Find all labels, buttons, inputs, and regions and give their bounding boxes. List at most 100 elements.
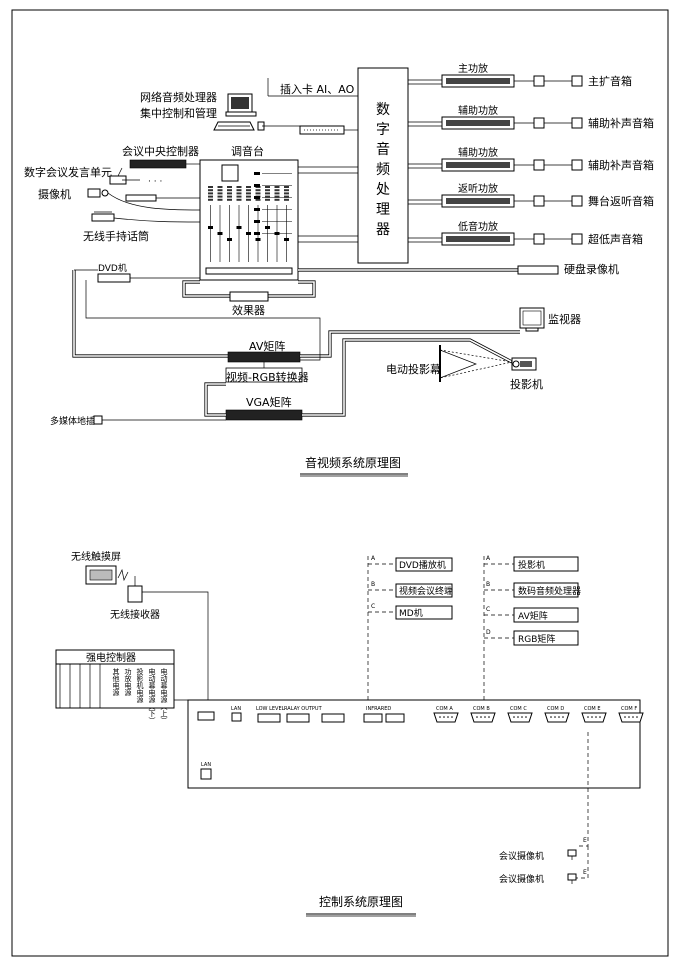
amp-label: 辅助功放 [458, 104, 498, 117]
speaker-icon [571, 233, 583, 245]
floor-box-icon [93, 415, 103, 425]
speaker-icon [533, 233, 545, 245]
com-target-label: AV矩阵 [518, 610, 548, 622]
amp-label: 辅助功放 [458, 146, 498, 159]
control-system-diagram: 无线触摸屏 无线接收器 强电控制器 电动幕电源（上）电动幕电源（下）投影机电源功… [55, 550, 644, 917]
com-target-box [513, 607, 579, 623]
ir-target-box [395, 583, 453, 598]
relay-label: RALAY OUTPUT [284, 706, 323, 712]
com-port [618, 712, 644, 723]
processor-char: 字 [376, 122, 390, 138]
infrared-label: INFRARED [366, 706, 391, 712]
conf-controller-label: 会议中央控制器 [122, 144, 199, 158]
processor-char: 频 [376, 162, 390, 178]
hdd-recorder-device [517, 265, 559, 275]
digital-audio-processor: 数 字 音 频 处 理 器 [357, 67, 409, 264]
power-ctrl-label: 强电控制器 [86, 651, 136, 664]
speaker-icon [571, 117, 583, 129]
conf-controller-device [129, 159, 187, 169]
com-port-label: COM D [547, 706, 564, 712]
com-port [507, 712, 533, 723]
speaker-label: 辅助补声音箱 [588, 158, 654, 172]
screen-label: 电动投影幕 [386, 362, 441, 376]
speaker-icon [533, 195, 545, 207]
cam-letter-1: E [583, 837, 587, 844]
processor-char: 数 [376, 102, 390, 118]
camera-icon [567, 849, 577, 860]
amp-speaker-rows: 主功放主扩音箱辅助功放辅助补声音箱辅助功放辅助补声音箱返听功放舞台返听音箱低音功… [408, 62, 654, 246]
lan-port-top [231, 712, 242, 722]
hdd-recorder-label: 硬盘录像机 [564, 262, 619, 276]
vga-converter-label: 视频-RGB转换器 [226, 370, 309, 384]
com-target-box [513, 630, 579, 646]
com-port [544, 712, 570, 723]
com-port-label: COM F [621, 706, 637, 712]
com-target-box [513, 556, 579, 572]
ir-letter: A [371, 555, 376, 562]
receiver-icon [127, 576, 143, 603]
power-channel-label: 投影机电源 [136, 667, 144, 704]
net-processor-line1: 网络音频处理器 [140, 90, 217, 104]
camera-icon [567, 873, 577, 884]
amp-body [446, 236, 510, 242]
speaker-icon [571, 159, 583, 171]
speaker-icon [571, 75, 583, 87]
floor-box-label: 多媒体地插 [50, 415, 95, 427]
power-channel-label: 电动幕电源（下） [148, 667, 156, 724]
net-processor-line2: 集中控制和管理 [140, 106, 217, 120]
amp-body [446, 162, 510, 168]
control-diagram-title: 控制系统原理图 [319, 895, 403, 909]
com-target-label: RGB矩阵 [518, 633, 555, 645]
wireless-mic-label: 无线手持话筒 [83, 229, 149, 243]
com-letter: C [486, 606, 490, 613]
touch-screen-label: 无线触摸屏 [71, 550, 121, 563]
com-letter: B [486, 581, 490, 588]
av-system-diagram: 数 字 音 频 处 理 器 插入卡 AI、AO 网络音频处理器 集中控制和管理 [24, 62, 654, 477]
projector-label: 投影机 [510, 377, 543, 391]
power-channel-label: 其他电源 [112, 668, 120, 697]
ir-target-box [395, 557, 453, 572]
cam-letter-2: E [583, 869, 587, 876]
lan-port-bottom [200, 768, 212, 780]
camera-label: 摄像机 [38, 187, 71, 201]
low-level-label: LOW LEVEL [256, 706, 285, 712]
speaker-label: 辅助补声音箱 [588, 116, 654, 130]
com-port-label: COM C [510, 706, 527, 712]
digital-conf-unit-label: 数字会议发言单元 [24, 165, 112, 179]
dvd-device [97, 273, 131, 283]
processor-char: 理 [376, 202, 390, 218]
projector-icon [511, 357, 537, 371]
av-diagram-title: 音视频系统原理图 [305, 455, 401, 470]
speaker-icon [533, 75, 545, 87]
processor-char: 器 [376, 222, 390, 238]
receiver-label: 无线接收器 [110, 608, 160, 621]
com-target-label: 数码音频处理器 [518, 585, 581, 597]
speaker-icon [533, 159, 545, 171]
ir-target-label: MD机 [399, 607, 423, 619]
touch-screen-icon [85, 565, 117, 585]
ir-target-label: DVD播放机 [399, 559, 446, 571]
speaker-label: 主扩音箱 [588, 74, 632, 88]
effects-label: 效果器 [232, 303, 265, 317]
monitor-icon [519, 307, 545, 332]
com-port-label: COM A [436, 706, 453, 712]
power-channel-label: 功放电源 [124, 667, 132, 697]
projection-screen [439, 345, 513, 382]
lan-label-bottom: LAN [201, 762, 211, 768]
conf-camera-label-2: 会议摄像机 [499, 873, 544, 885]
relay-power-port [197, 711, 215, 721]
camera-icon [87, 188, 109, 198]
vga-matrix-device [225, 409, 303, 421]
network-pc [213, 93, 265, 131]
ir-target-label: 视频会议终端 [399, 585, 453, 597]
av-matrix-label: AV矩阵 [249, 339, 285, 353]
speaker-label: 舞台返听音箱 [588, 194, 654, 208]
